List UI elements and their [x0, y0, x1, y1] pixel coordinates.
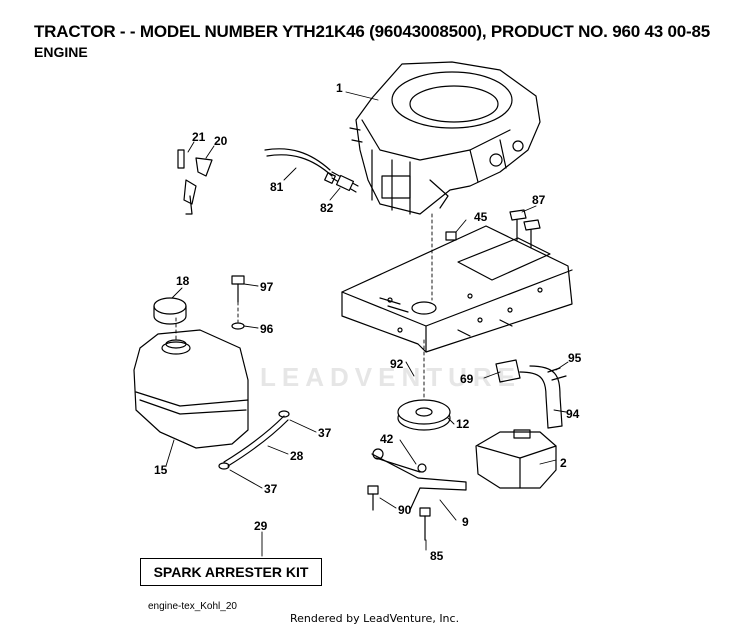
fitting-part[interactable]: [324, 172, 355, 192]
callout-21[interactable]: 21: [192, 130, 206, 144]
page-subtitle: ENGINE: [34, 44, 88, 60]
callout-37-upper[interactable]: 37: [318, 426, 332, 440]
callout-85[interactable]: 85: [430, 549, 444, 563]
pulley-part[interactable]: [397, 399, 451, 431]
bolt-part[interactable]: [445, 209, 541, 249]
page-title: TRACTOR - - MODEL NUMBER YTH21K46 (96043…: [34, 22, 711, 41]
diagram-reference-code: engine-tex_Kohl_20: [148, 601, 237, 612]
callout-94[interactable]: 94: [566, 407, 580, 421]
callout-96[interactable]: 96: [260, 322, 274, 336]
callout-42[interactable]: 42: [380, 432, 394, 446]
callout-37-lower[interactable]: 37: [264, 482, 278, 496]
rendered-by-credit: Rendered by LeadVenture, Inc.: [290, 612, 460, 625]
watermark-text: LEADVENTURE: [260, 362, 522, 392]
callout-92[interactable]: 92: [390, 357, 404, 371]
callout-45[interactable]: 45: [474, 210, 488, 224]
hardware-bolts-part[interactable]: [367, 485, 431, 541]
leader-lines: [165, 91, 569, 557]
spark-arrester-kit-label[interactable]: SPARK ARRESTER KIT: [140, 558, 322, 586]
engine-mount-plate-part[interactable]: [341, 225, 573, 353]
fuel-hose-part[interactable]: [218, 410, 290, 470]
fuel-line-part[interactable]: [264, 148, 359, 193]
gasket-part[interactable]: [495, 359, 521, 383]
callout-69[interactable]: 69: [460, 372, 474, 386]
callout-87[interactable]: 87: [532, 193, 546, 207]
fuel-tank-part[interactable]: [133, 329, 249, 449]
callout-90[interactable]: 90: [398, 503, 412, 517]
callout-15[interactable]: 15: [154, 463, 168, 477]
callout-9[interactable]: 9: [462, 515, 469, 529]
callout-95[interactable]: 95: [568, 351, 582, 365]
fuel-cap-part[interactable]: [153, 297, 187, 325]
callout-2[interactable]: 2: [560, 456, 567, 470]
callout-12[interactable]: 12: [456, 417, 470, 431]
muffler-part[interactable]: [475, 429, 557, 489]
callout-20[interactable]: 20: [214, 134, 228, 148]
engine-part[interactable]: [349, 61, 541, 215]
callout-81[interactable]: 81: [270, 180, 284, 194]
callout-97[interactable]: 97: [260, 280, 274, 294]
callout-28[interactable]: 28: [290, 449, 304, 463]
muffler-bracket-part[interactable]: [371, 448, 467, 511]
callout-1[interactable]: 1: [336, 81, 343, 95]
callout-18[interactable]: 18: [176, 274, 190, 288]
callout-29[interactable]: 29: [254, 519, 268, 533]
throttle-control-part[interactable]: [177, 149, 213, 215]
callout-82[interactable]: 82: [320, 201, 334, 215]
exhaust-pipe-part[interactable]: [519, 365, 563, 429]
